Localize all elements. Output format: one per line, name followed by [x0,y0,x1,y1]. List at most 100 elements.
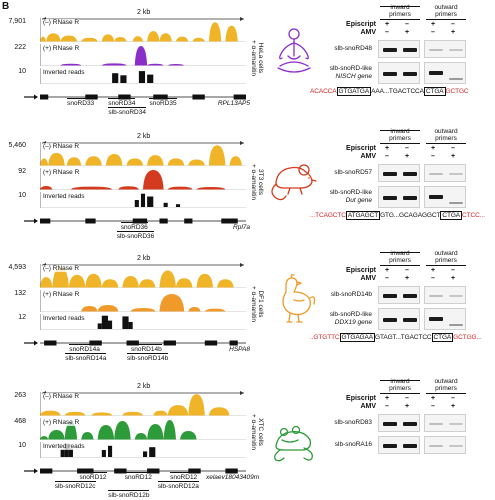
gel-label-text: slb-snoRD57 [334,169,372,176]
seq-right: GCTGC [445,88,469,95]
episcript-label: Episcript [346,395,376,402]
cell-label-vertical: HeLa cells+ α-amanitin [250,22,264,94]
primers-label: primers [435,257,457,264]
track-label: (–) RNase R [43,143,80,150]
inward-primers-header [380,380,420,381]
amv-sign: – [431,153,435,160]
coverage-track [37,264,246,288]
seq-box-d: CTGA [431,333,454,342]
snorna-label: snoRD12 [170,472,198,481]
gel-band [383,444,397,448]
inward-label: inward [390,128,410,135]
snorna-label: snoRD35 [149,98,177,107]
snorna-label: snoRD12 [79,472,107,481]
gel-band [429,195,443,199]
amv-sign: + [404,403,410,410]
scale-label: 2 kb [135,9,153,17]
gel-inward [378,436,420,454]
seq-box-c: GTGAGAA [339,333,375,342]
cell-label-vertical: 3T3 cells+ α-amanitin [250,146,264,218]
amv-sign: – [385,153,389,160]
gel-lane-label: slb-snoRD14b [326,291,372,299]
gel-outward [424,286,466,304]
coverage-track [37,168,246,190]
gel-band-faint [429,295,443,297]
gel-label-text: slb-snoRD-like [329,311,372,318]
cell-line: DF1 cells [257,290,264,318]
track-label: (+) RNase R [43,45,80,52]
gel-band-faint [449,49,463,51]
gel-inward [378,308,420,330]
inward-primers-header [380,252,420,253]
scale-bar: 2 kb [40,9,246,21]
gel-outward [424,164,466,182]
coverage-track [37,18,246,42]
snorna-label: snoRD14b [131,344,162,353]
episcript-sign: – [405,395,409,402]
coverage-track [37,142,246,166]
gel-inward [378,286,420,304]
gel-band-faint [449,423,463,425]
amv-label: AMV [360,29,376,36]
coverage-track [37,392,246,416]
gel-label-gene: NISCH gene [335,72,373,80]
gel-outward [424,414,466,432]
track-label: Inverted reads [43,443,85,450]
track-label: Inverted reads [43,315,85,322]
track-label: Inverted reads [43,69,85,76]
gene-structure [22,462,246,474]
gel-band [383,172,397,176]
amv-sign: – [431,403,435,410]
gel-band [383,294,397,298]
episcript-label: Episcript [346,21,376,28]
slb-label: slb-snoRD14b [127,353,169,362]
episcript-label: Episcript [346,145,376,152]
episcript-sign: + [384,267,390,274]
snorna-label: snoRD36 [120,222,148,231]
slb-label: slb-snoRD36 [116,231,155,240]
track-label: (–) RNase R [43,19,80,26]
coverage-track [37,192,246,208]
track-max-value: 10 [18,442,26,449]
gel-inward [378,40,420,58]
seq-mid: AAA...TGACTCCA [371,88,424,95]
primers-label: primers [435,385,457,392]
slb-label: slb-snoRD34 [108,107,146,116]
scale-label: 2 kb [135,133,153,141]
track-label: (+) RNase R [43,169,80,176]
track-max-value: 263 [14,392,26,399]
amv-sign: + [404,153,410,160]
cell-line: XTC cells [257,418,264,446]
seq-right: GCTGG... [453,334,482,341]
amv-sign: – [385,275,389,282]
gel-band [403,444,417,448]
gel-band [403,422,417,426]
scale-bar: 2 kb [40,383,246,395]
coverage-track [37,44,246,66]
snorna-label: snoRD34 [108,98,136,107]
episcript-sign: + [384,145,390,152]
host-gene-label: Rpl7a [233,224,250,231]
inward-label: inward [390,250,410,257]
episcript-sign: – [405,145,409,152]
gel-band [383,48,397,52]
gel-band [429,71,443,75]
figure-label: B [2,1,10,12]
track-label: (+) RNase R [43,419,80,426]
amv-sign: – [431,29,435,36]
episcript-sign: – [451,267,455,274]
cell-line: HeLa cells [257,42,264,74]
gel-outward [424,186,466,208]
gel-inward [378,164,420,182]
scale-label: 2 kb [135,255,153,263]
gel-band [403,172,417,176]
gel-outward [424,436,466,454]
cell-line: 3T3 cells [257,168,264,195]
gel-label-gene: DDX19 gene [334,318,372,326]
